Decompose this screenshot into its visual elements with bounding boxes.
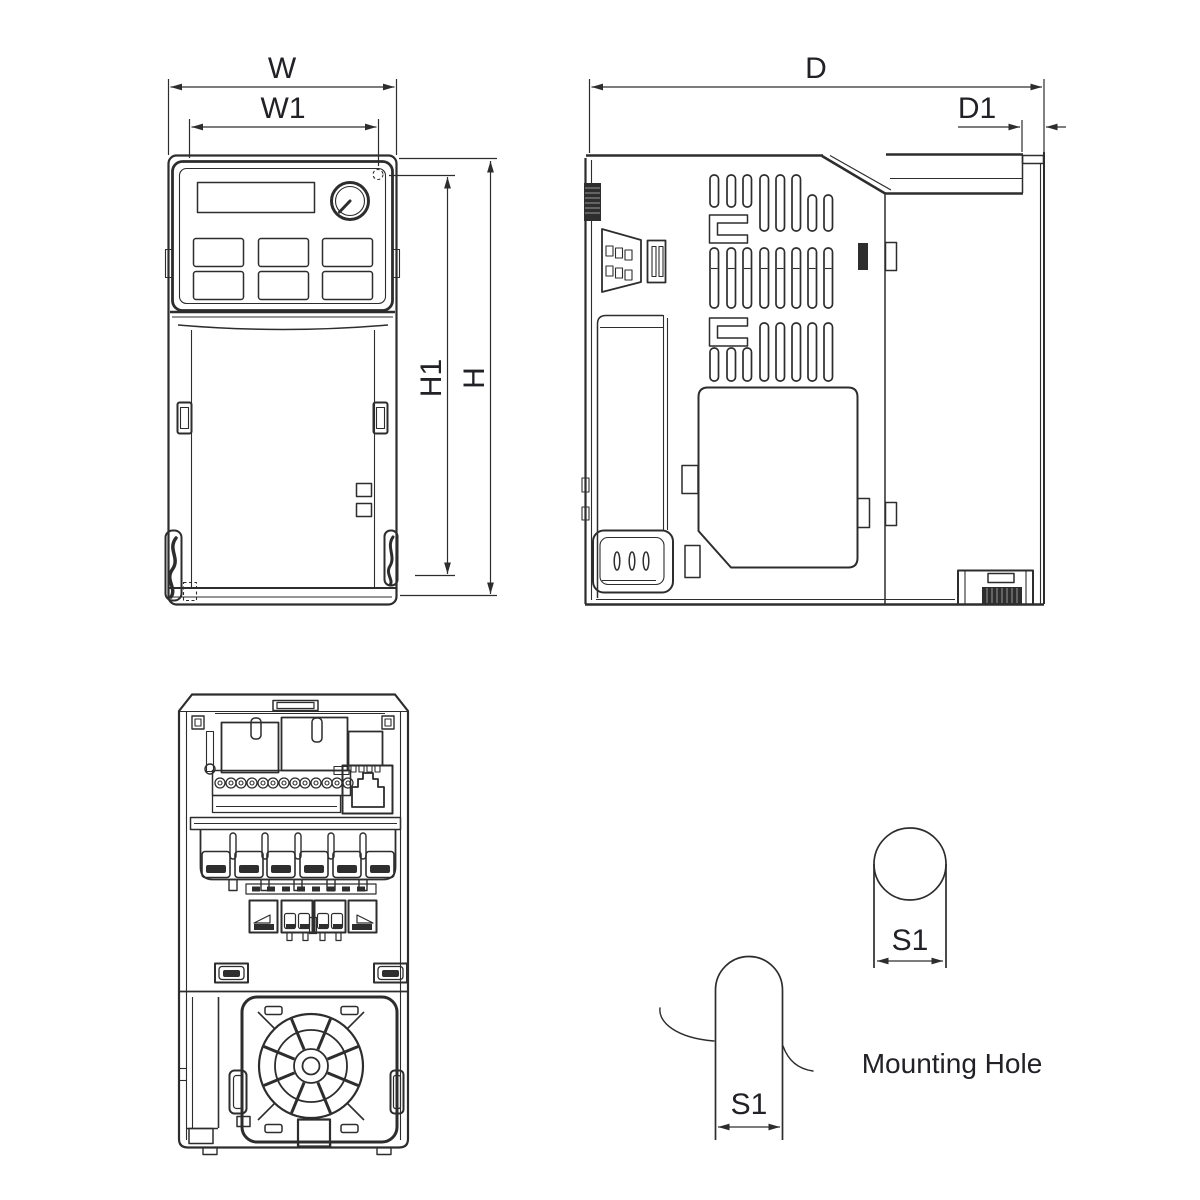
- keypad-screw-hole: [372, 168, 384, 181]
- lcd-display: [196, 181, 316, 214]
- fan-side-latches: [228, 1069, 405, 1115]
- break-line-left: [659, 1007, 715, 1042]
- bottom-clip-side: [592, 529, 674, 594]
- break-line-right: [782, 1045, 814, 1072]
- knob-side-profile: [584, 183, 601, 221]
- dimension-d: D: [588, 52, 1045, 153]
- output-connector-blocks: [248, 899, 378, 942]
- dimension-label-d: D: [805, 52, 827, 85]
- mounting-hole-caption: Mounting Hole: [862, 1048, 1043, 1079]
- terminal-cover-panel: [681, 386, 898, 579]
- side-view: [581, 152, 1045, 606]
- dimension-label-w: W: [268, 52, 297, 85]
- dimension-label-h1: H1: [415, 359, 448, 397]
- front-body: [164, 310, 399, 602]
- mounting-hole-detail-slot: S1: [659, 955, 814, 1140]
- rj45-port: [341, 764, 394, 815]
- dimension-d1: D1: [958, 92, 1066, 152]
- bottom-view: [177, 693, 410, 1156]
- dimension-h1: H1: [389, 174, 455, 577]
- top-mounting-flange: [884, 153, 1045, 195]
- dimension-label-s1-slot: S1: [731, 1088, 768, 1121]
- left-side-channel: [179, 997, 220, 1145]
- ventilation-slots: [708, 174, 834, 382]
- cover-latches: [214, 962, 408, 984]
- din-rail-latch: [957, 569, 1034, 606]
- control-terminal-area: [189, 716, 402, 831]
- dimension-w1: W1: [188, 92, 380, 166]
- dimension-label-w1: W1: [261, 92, 306, 125]
- front-view: [164, 154, 401, 606]
- dimension-label-d1: D1: [958, 92, 996, 125]
- fan-spokes: [263, 1018, 359, 1114]
- dimension-w: W: [167, 52, 398, 155]
- keypad-panel: [164, 160, 401, 312]
- knob-icon: [330, 181, 370, 221]
- dimension-label-h: H: [458, 367, 491, 389]
- dimension-h: H: [399, 157, 497, 597]
- mounting-hole-detail-keyhole: S1: [873, 827, 947, 968]
- dimension-label-s1-keyhole: S1: [892, 924, 929, 957]
- side-connector: [601, 228, 667, 293]
- keypad-buttons: [192, 237, 374, 301]
- power-terminal-blocks: [199, 830, 397, 895]
